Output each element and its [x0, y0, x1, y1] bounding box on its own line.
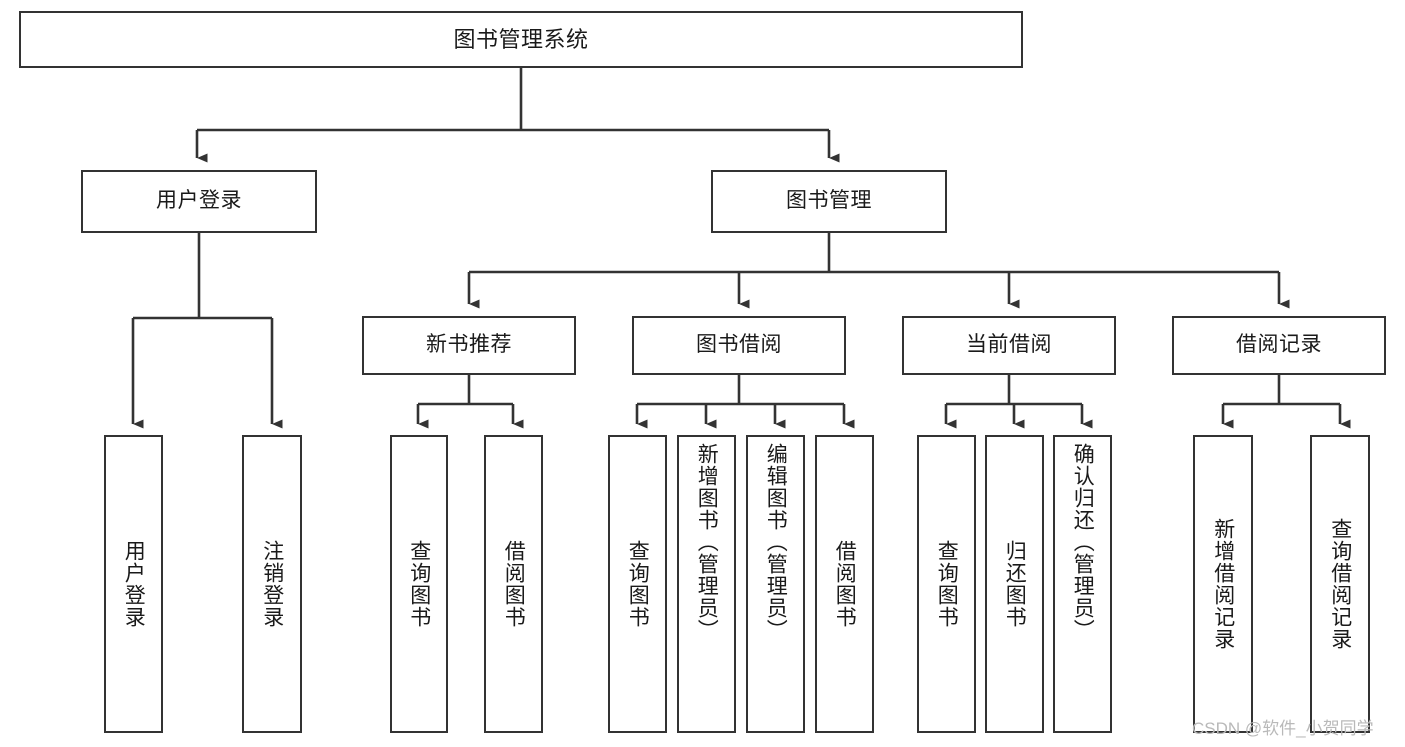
node-leaf-logout[interactable]: 注销登录: [242, 435, 302, 733]
node-leaf-return-book-label: 归还图书: [1003, 540, 1027, 628]
node-leaf-borrow-book-2-label: 借阅图书: [833, 540, 857, 628]
node-book-management[interactable]: 图书管理: [711, 170, 947, 233]
node-leaf-query-book-1-label: 查询图书: [407, 540, 431, 628]
node-leaf-query-record-label: 查询借阅记录: [1328, 518, 1352, 650]
node-leaf-add-book-admin[interactable]: 新增图书（管理员）: [677, 435, 736, 733]
node-leaf-query-book-3-label: 查询图书: [935, 540, 959, 628]
node-current-borrow-label: 当前借阅: [966, 333, 1052, 357]
node-leaf-borrow-book-1[interactable]: 借阅图书: [484, 435, 543, 733]
node-user-login-label: 用户登录: [156, 189, 242, 213]
node-borrow-record[interactable]: 借阅记录: [1172, 316, 1386, 375]
node-leaf-user-login-label: 用户登录: [122, 540, 146, 628]
node-leaf-query-book-2[interactable]: 查询图书: [608, 435, 667, 733]
node-leaf-add-record-label: 新增借阅记录: [1211, 518, 1235, 650]
node-book-management-label: 图书管理: [786, 189, 872, 213]
node-new-book-recommend[interactable]: 新书推荐: [362, 316, 576, 375]
node-leaf-query-book-1[interactable]: 查询图书: [390, 435, 448, 733]
node-leaf-query-book-3[interactable]: 查询图书: [917, 435, 976, 733]
node-leaf-borrow-book-2[interactable]: 借阅图书: [815, 435, 874, 733]
node-root[interactable]: 图书管理系统: [19, 11, 1023, 68]
node-leaf-add-record[interactable]: 新增借阅记录: [1193, 435, 1253, 733]
node-user-login[interactable]: 用户登录: [81, 170, 317, 233]
node-leaf-query-record[interactable]: 查询借阅记录: [1310, 435, 1370, 733]
node-leaf-edit-book-admin-label: 编辑图书（管理员）: [764, 443, 788, 641]
node-leaf-query-book-2-label: 查询图书: [626, 540, 650, 628]
node-book-borrow-label: 图书借阅: [696, 333, 782, 357]
node-borrow-record-label: 借阅记录: [1236, 333, 1322, 357]
node-new-book-recommend-label: 新书推荐: [426, 333, 512, 357]
node-leaf-logout-label: 注销登录: [260, 540, 284, 628]
node-current-borrow[interactable]: 当前借阅: [902, 316, 1116, 375]
node-leaf-confirm-return-admin[interactable]: 确认归还（管理员）: [1053, 435, 1112, 733]
node-leaf-return-book[interactable]: 归还图书: [985, 435, 1044, 733]
node-leaf-add-book-admin-label: 新增图书（管理员）: [695, 443, 719, 641]
node-book-borrow[interactable]: 图书借阅: [632, 316, 846, 375]
node-leaf-confirm-return-admin-label: 确认归还（管理员）: [1071, 443, 1095, 641]
watermark: CSDN @软件_小贺同学: [1192, 719, 1374, 738]
node-leaf-edit-book-admin[interactable]: 编辑图书（管理员）: [746, 435, 805, 733]
node-leaf-borrow-book-1-label: 借阅图书: [502, 540, 526, 628]
node-root-label: 图书管理系统: [453, 26, 589, 52]
node-leaf-user-login[interactable]: 用户登录: [104, 435, 163, 733]
